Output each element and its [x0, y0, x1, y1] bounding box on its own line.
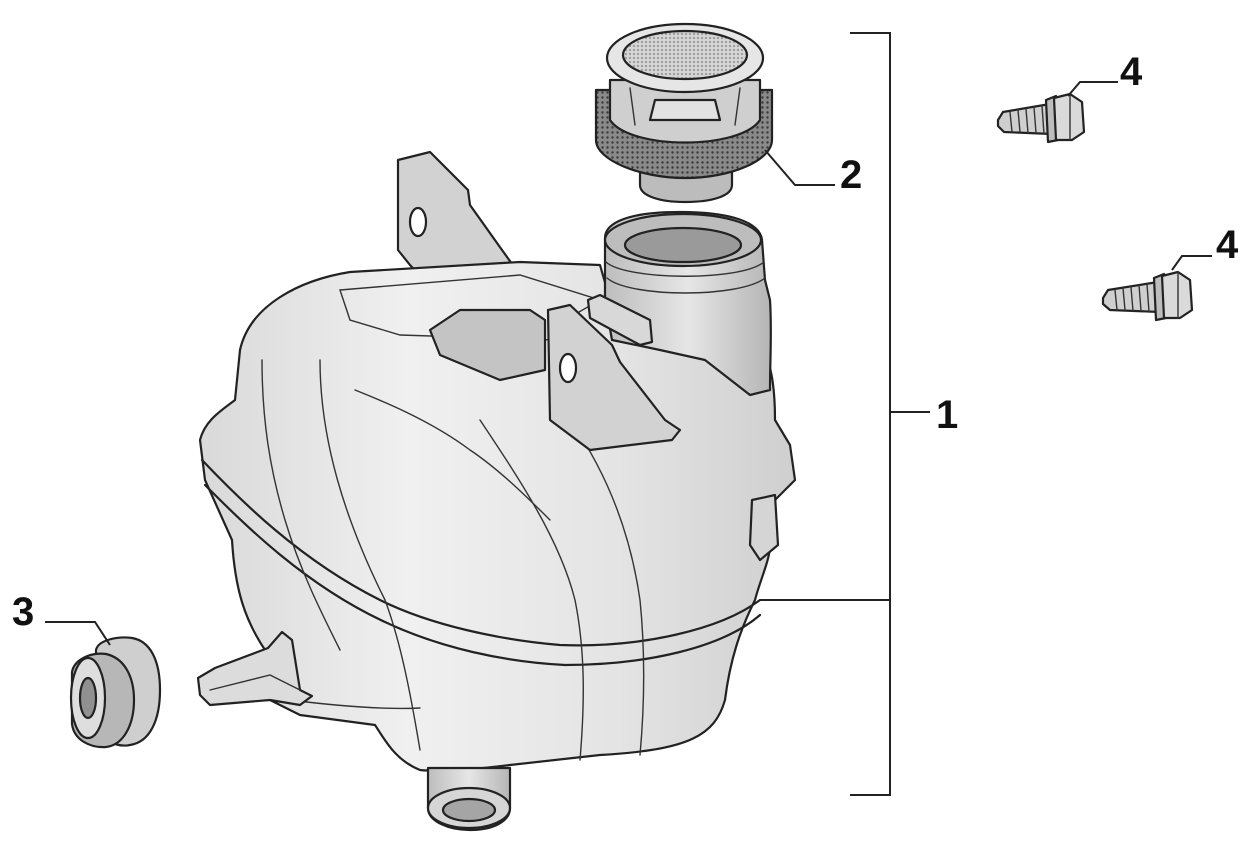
- bolt-upper-thread-lines: [1009, 105, 1045, 135]
- bolt-upper: [996, 92, 1086, 144]
- filler-neck-inner: [623, 226, 743, 264]
- bolt-lower-thread-lines: [1114, 283, 1150, 313]
- filler-neck-thread-2: [606, 277, 766, 294]
- callout-4-bolt-lower: 4: [1216, 223, 1239, 267]
- leader-lines: [45, 32, 1212, 796]
- rubber-grommet: [69, 636, 162, 749]
- tank-assembly-bracket: [850, 32, 891, 796]
- leader-4-upper: [1067, 81, 1118, 97]
- tank-contour-1: [261, 359, 341, 651]
- bolt-lower: [1101, 270, 1194, 322]
- tank-contour-2: [319, 359, 421, 751]
- neck-tab: [586, 293, 654, 347]
- tank-contour-3: [479, 419, 584, 761]
- outlet-pipe-bore: [441, 797, 497, 823]
- filler-neck-thread-1: [605, 261, 765, 277]
- callout-3-grommet: 3: [12, 590, 34, 634]
- tank-top-recess: [428, 308, 547, 382]
- callout-1-tank: 1: [936, 393, 958, 437]
- leader-4-lower: [1171, 255, 1212, 271]
- tank-contour-4: [569, 419, 645, 756]
- tank-seam-band-lower: [203, 483, 762, 667]
- tank-contour-5: [354, 389, 551, 521]
- right-side-rib: [748, 493, 780, 562]
- leader-3: [45, 621, 111, 646]
- rear-bracket-hole: [408, 206, 428, 238]
- bolt-upper-head: [1052, 92, 1086, 142]
- side-mount-lug: [196, 630, 314, 707]
- cap-grip-tab: [648, 98, 722, 122]
- front-mount-bracket: [546, 303, 682, 452]
- grommet-bore: [78, 676, 98, 720]
- bolt-lower-head: [1160, 270, 1194, 320]
- cap-top-mesh: [621, 29, 749, 81]
- pressure-cap: [594, 22, 774, 204]
- callout-4-bolt-upper: 4: [1120, 50, 1143, 94]
- front-bracket-hole: [558, 352, 578, 384]
- callout-2-cap: 2: [840, 153, 862, 197]
- tank-seam-band: [200, 458, 762, 647]
- leader-2: [764, 149, 835, 186]
- expansion-tank: [196, 150, 797, 832]
- cap-grip-notch-2: [734, 87, 741, 126]
- side-mount-lug-rib: [209, 674, 301, 691]
- cap-grip-notch-1: [629, 87, 636, 126]
